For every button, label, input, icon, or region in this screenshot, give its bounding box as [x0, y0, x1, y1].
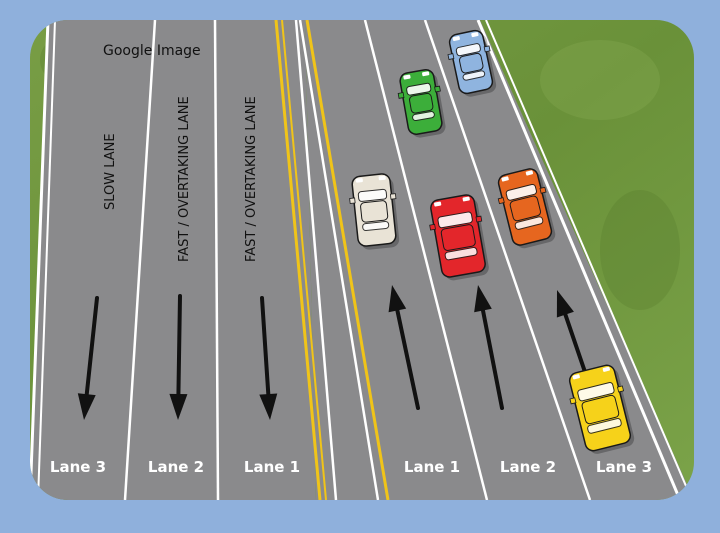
- right-edge-line-inner: [476, 20, 682, 500]
- red-car: [429, 194, 489, 281]
- direction-arrows: [77, 285, 587, 420]
- right-edge-line-outer: [485, 20, 693, 500]
- left-divider-2: [213, 20, 220, 500]
- right-lane1-label: Lane 1: [404, 458, 460, 476]
- left-lane3-label: Lane 3: [50, 458, 106, 476]
- white-car: [349, 173, 400, 250]
- left-lane1-arrow: [259, 296, 278, 420]
- right-lane3-arrow: [556, 290, 587, 374]
- left-lane2-description: FAST / OVERTAKING LANE: [177, 96, 192, 262]
- right-lane2-label: Lane 2: [500, 458, 556, 476]
- right-divider-1: [363, 20, 489, 500]
- left-lane2-arrow: [169, 294, 188, 420]
- left-edge-line-outer: [30, 20, 50, 500]
- right-yellow-line: [305, 20, 390, 500]
- panel: [30, 20, 694, 500]
- left-lane2-label: Lane 2: [148, 458, 204, 476]
- orange-truck: [497, 168, 556, 249]
- lane-markings: [30, 20, 693, 500]
- right-inner-edge: [298, 20, 380, 500]
- left-lane1-description: FAST / OVERTAKING LANE: [244, 96, 259, 262]
- right-lane1-arrow: [388, 285, 420, 410]
- left-inner-edge: [294, 20, 338, 500]
- right-divider-2: [423, 20, 592, 500]
- left-lane1-label: Lane 1: [244, 458, 300, 476]
- right-lane3-label: Lane 3: [596, 458, 652, 476]
- blue-car: [447, 29, 497, 97]
- left-road-surface: [30, 20, 316, 500]
- left-edge-line-inner: [37, 20, 56, 500]
- yellow-car: [568, 364, 635, 454]
- green-car: [397, 69, 446, 138]
- left-divider-1: [123, 20, 157, 500]
- left-yellow-line-1: [274, 20, 322, 500]
- left-lane3-description: SLOW LANE: [103, 133, 118, 210]
- right-lane2-arrow: [474, 285, 504, 410]
- watermark-text: Google Image: [103, 43, 201, 59]
- left-lane3-arrow: [77, 296, 99, 420]
- vehicles: [349, 29, 635, 454]
- left-yellow-line-2: [281, 20, 327, 500]
